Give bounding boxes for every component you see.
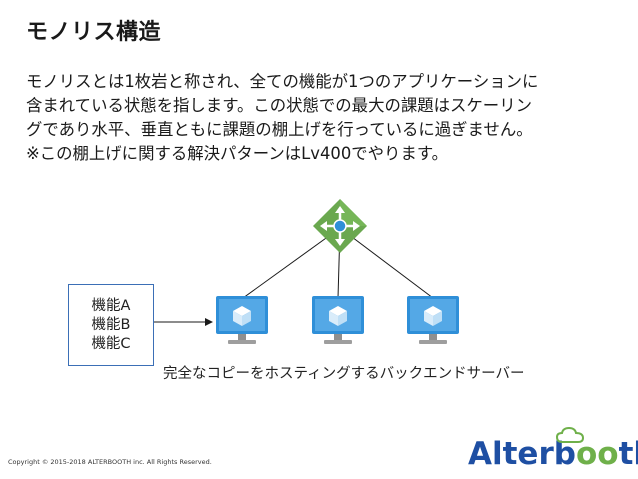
alterbooth-logo: Alterbooth [468, 436, 638, 472]
servers-caption: 完全なコピーをホスティングするバックエンドサーバー [163, 366, 525, 382]
logo-text-b: b [553, 436, 576, 472]
load-balancer-icon [313, 199, 367, 253]
logo-text-alter: Alter [468, 436, 554, 472]
cloud-icon [556, 426, 585, 443]
slide-title: モノリス構造 [26, 20, 162, 45]
copyright-text: Copyright © 2015-2018 ALTERBOOTH inc. Al… [8, 458, 212, 466]
feature-item: 機能A [91, 297, 131, 314]
feature-item: 機能B [91, 316, 131, 333]
vm-monitor-icon [312, 296, 364, 344]
body-line: モノリスとは1枚岩と称され、全ての機能が1つのアプリケーションに [26, 72, 539, 91]
body-note: ※この棚上げに関する解決パターンはLv400でやります。 [26, 144, 448, 163]
arrow-head [205, 318, 213, 326]
connector-line [242, 227, 341, 299]
vm-monitor-icon [407, 296, 459, 344]
body-line: 含まれている状態を指します。この状態での最大の課題はスケーリン [26, 96, 532, 115]
slide-body: モノリスとは1枚岩と称され、全ての機能が1つのアプリケーションに 含まれている状… [26, 70, 616, 166]
monolith-feature-box: 機能A 機能B 機能C [68, 284, 154, 366]
logo-text-th: th [618, 436, 638, 472]
body-line: グであり水平、垂直ともに課題の棚上げを行っているに過ぎません。 [26, 120, 533, 139]
logo-text-oo: oo [575, 436, 619, 472]
connector-line [339, 227, 434, 299]
vm-monitor-icon [216, 296, 268, 344]
feature-item: 機能C [91, 335, 131, 352]
